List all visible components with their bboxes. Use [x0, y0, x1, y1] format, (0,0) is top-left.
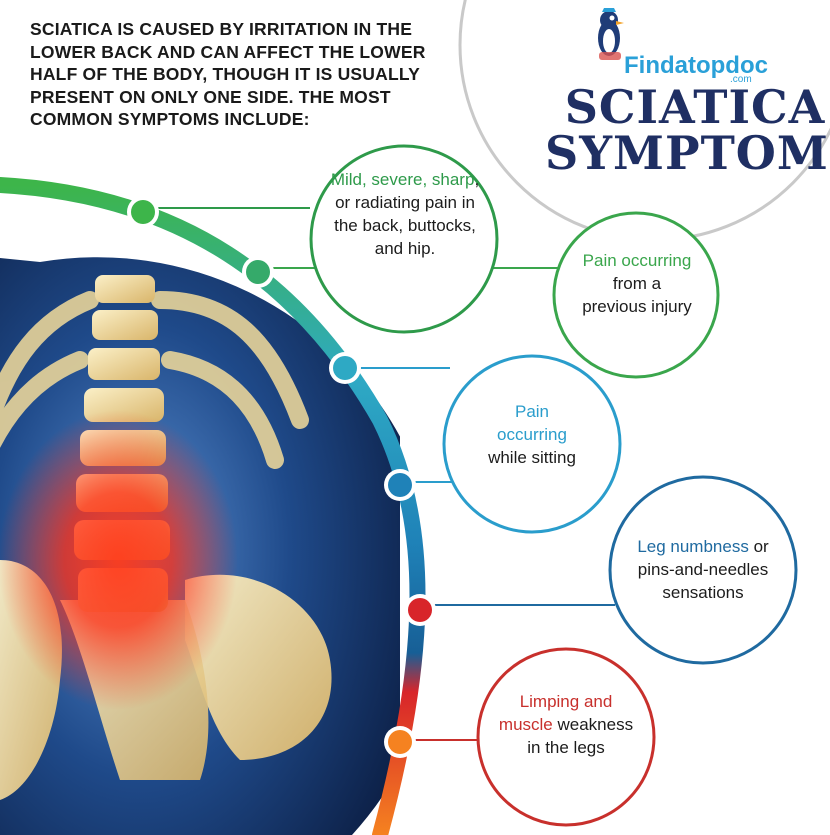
symptom-highlight-5: Limping and muscle [498, 692, 613, 734]
symptom-rest-1: , or radiating pain in the back, buttock… [334, 170, 480, 258]
intro-paragraph: SCIATICA IS CAUSED BY IRRITATION IN THE … [30, 19, 426, 129]
symptom-circle-3 [442, 354, 622, 534]
symptom-rest-5: weakness in the legs [527, 715, 634, 757]
symptom-circle-4 [608, 475, 798, 665]
symptom-highlight-3: Pain occurring [497, 402, 567, 444]
symptom-rest-2: from a previous injury [582, 274, 692, 316]
symptom-text-3: Pain occurring while sitting [478, 400, 586, 469]
title-line-1: SCIATICA [564, 80, 826, 134]
brand-logo: Findatopdoc [624, 52, 768, 80]
symptom-text-4: Leg numbness or pins-and-needles sensati… [622, 535, 784, 604]
spine-xray-image [0, 257, 400, 835]
title-line-2: SYMPTOMS [545, 126, 830, 180]
symptom-rest-4: or pins-and-needles sensations [637, 537, 769, 602]
symptom-rest-3: while sitting [488, 448, 576, 467]
symptom-highlight-1: Mild, severe, sharp [330, 170, 475, 189]
symptom-circle-1 [309, 144, 499, 334]
symptom-highlight-2: Pain occurring [582, 251, 692, 270]
symptom-circle-2 [552, 211, 720, 379]
brand-name: Findatopdoc [624, 52, 768, 79]
penguin-mascot-icon [598, 8, 624, 60]
symptom-text-2: Pain occurring from a previous injury [582, 249, 692, 318]
symptom-text-5: Limping and muscle weakness in the legs [496, 690, 636, 759]
symptom-circle-5 [476, 647, 656, 827]
timeline-nodes [127, 196, 436, 758]
brand-suffix: .com [730, 74, 752, 85]
symptom-text-1: Mild, severe, sharp, or radiating pain i… [330, 168, 480, 260]
symptom-highlight-4: Leg numbness [637, 537, 749, 556]
